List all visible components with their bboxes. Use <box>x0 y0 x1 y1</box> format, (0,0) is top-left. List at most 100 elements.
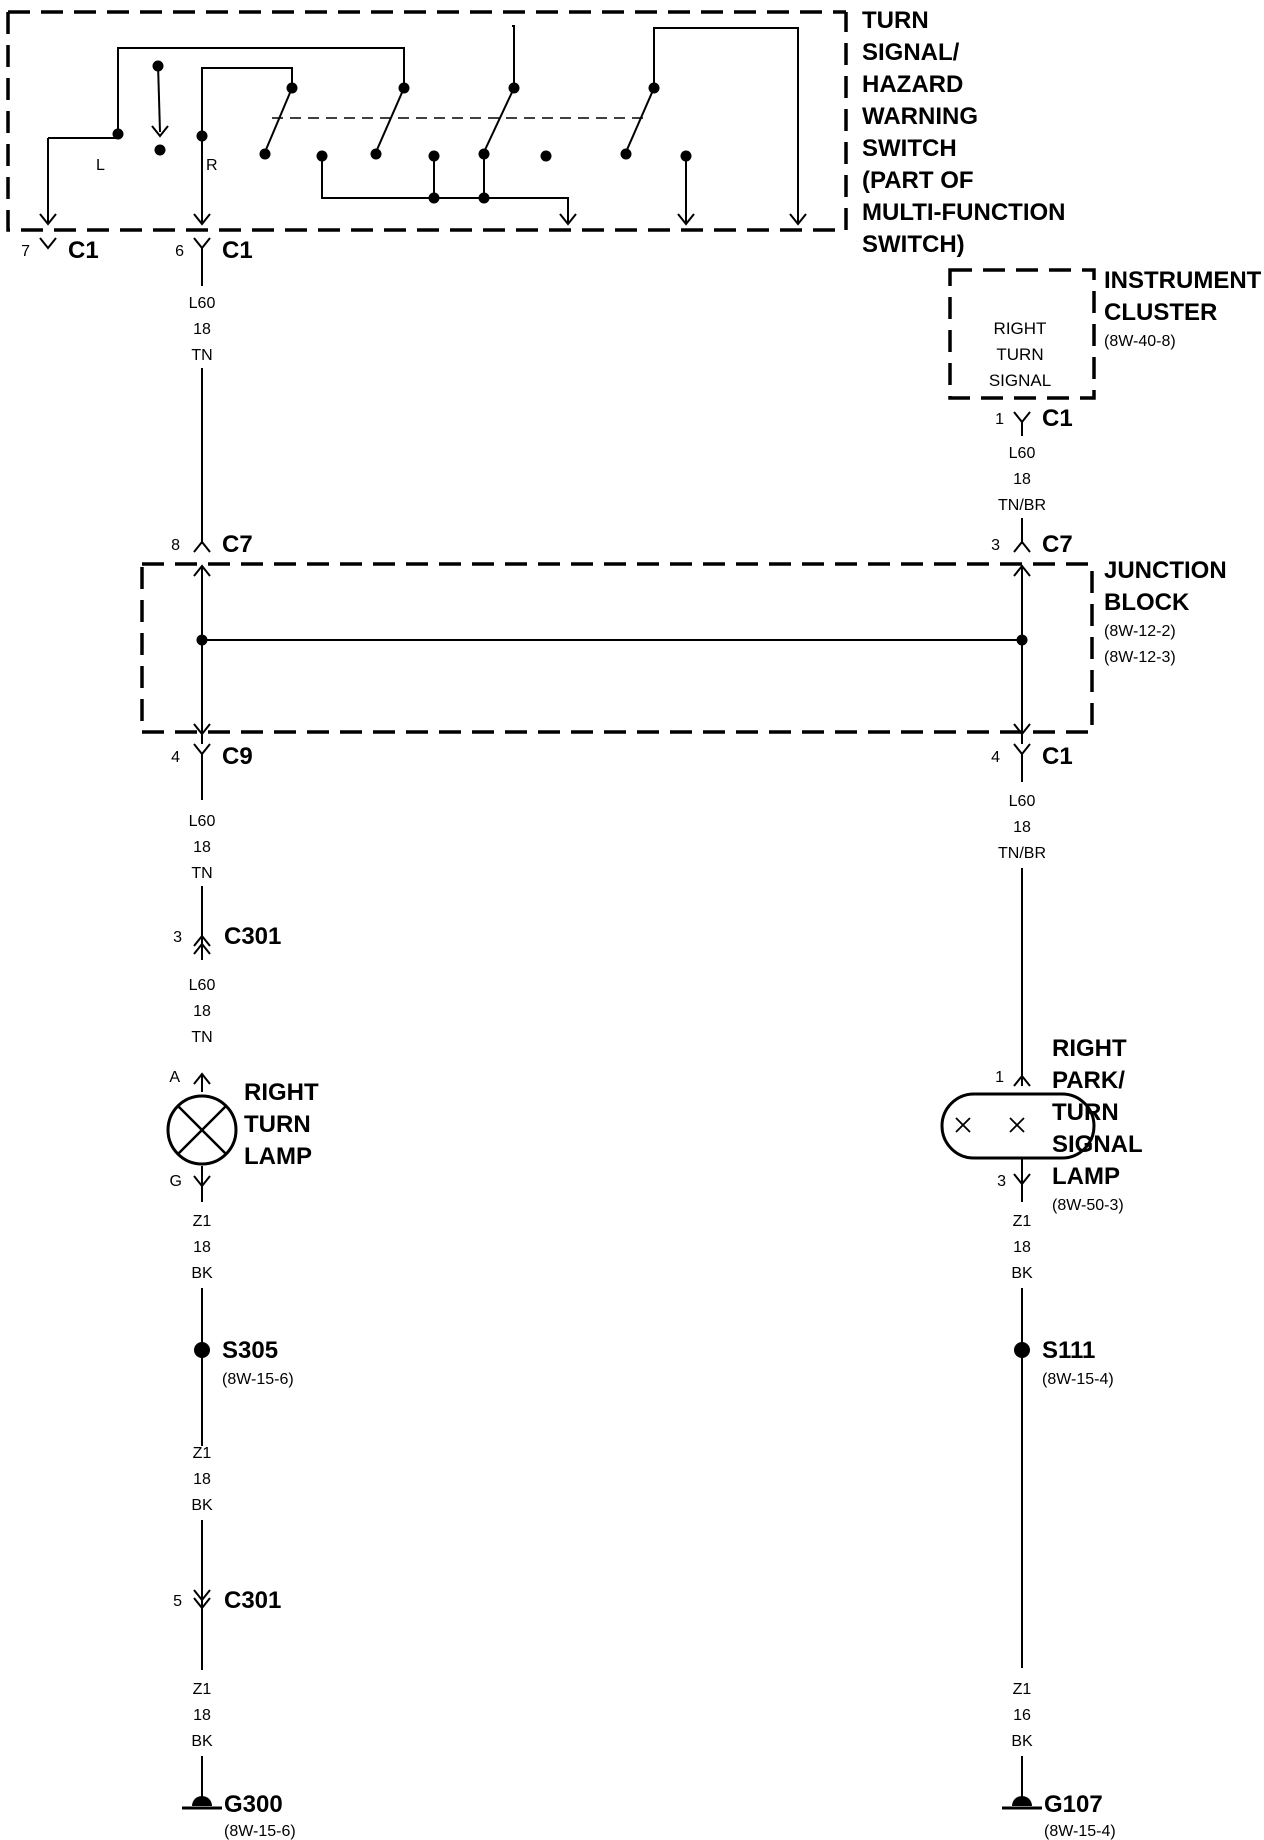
wire-code: L60 <box>189 295 216 312</box>
junction-arrow <box>1013 564 1031 577</box>
switch-title-line: MULTI-FUNCTION <box>862 199 1066 226</box>
pin-label: 7 <box>21 243 30 260</box>
lamp-label: RIGHT <box>244 1079 319 1106</box>
pin-label: G <box>170 1173 182 1190</box>
switch-title-line: WARNING <box>862 103 978 130</box>
connector-label: C9 <box>222 743 253 770</box>
junction-ref: (8W-12-2) <box>1104 623 1176 640</box>
pin-label: 8 <box>171 537 180 554</box>
lamp-label: PARK/ <box>1052 1067 1125 1094</box>
connector-symbol <box>1013 743 1031 756</box>
pin-label: 4 <box>171 749 180 766</box>
pin-label: 1 <box>995 411 1004 428</box>
ground-ref: (8W-15-4) <box>1044 1823 1116 1840</box>
wire-gauge: 18 <box>193 839 211 856</box>
turn-signal-hazard-switch: L R TURN SIGNAL/ HAZARD WARNING SWITCH (… <box>6 7 1066 264</box>
switch-left-label: L <box>96 157 105 174</box>
wire-code: L60 <box>1009 445 1036 462</box>
splice-label: S111 <box>1042 1337 1095 1364</box>
lamp-label: RIGHT <box>1052 1035 1127 1062</box>
wire-color: TN/BR <box>998 497 1046 514</box>
connector-symbol <box>1013 1074 1031 1087</box>
switch-dashed-border <box>6 10 848 232</box>
wire-code: Z1 <box>193 1445 212 1462</box>
connector-label: C1 <box>1042 405 1073 432</box>
switch-title-line: SWITCH) <box>862 231 965 258</box>
pin-label: 3 <box>997 1173 1006 1190</box>
right-turn-lamp-icon <box>166 1094 238 1166</box>
lamp-label: LAMP <box>1052 1163 1120 1190</box>
park-turn-lamp-icon <box>940 1092 1096 1160</box>
junction-arrow <box>1013 723 1031 736</box>
cluster-inner-label: TURN <box>996 345 1043 364</box>
connector-label: C1 <box>1042 743 1073 770</box>
switch-title: TURN SIGNAL/ HAZARD WARNING SWITCH (PART… <box>862 7 1066 258</box>
splice-dot <box>194 1342 210 1358</box>
cluster-dashed-border <box>948 268 1096 400</box>
junction-dot <box>196 634 208 646</box>
wire-code: L60 <box>189 813 216 830</box>
junction-arrow <box>193 723 211 736</box>
left-circuit: L60 18 TN 8 C7 4 C9 L60 18 TN 3 C301 L60… <box>166 248 319 1840</box>
lamp-ref: (8W-50-3) <box>1052 1197 1124 1214</box>
switch-title-line: HAZARD <box>862 71 963 98</box>
wire-code: L60 <box>1009 793 1036 810</box>
ground-icon <box>1002 1796 1042 1810</box>
switch-connectors <box>39 237 211 250</box>
connector-label: C7 <box>1042 531 1073 558</box>
connector-label: C301 <box>224 923 281 950</box>
ground-label: G300 <box>224 1791 283 1818</box>
wire-color: BK <box>191 1497 213 1514</box>
connector-symbol <box>193 743 211 756</box>
switch-title-line: SWITCH <box>862 135 957 162</box>
connector-label: C1 <box>222 237 253 264</box>
splice-ref: (8W-15-4) <box>1042 1371 1114 1388</box>
wire-code: L60 <box>189 977 216 994</box>
switch-title-line: (PART OF <box>862 167 974 194</box>
wire-gauge: 18 <box>1013 1239 1031 1256</box>
cluster-inner-label: RIGHT <box>994 319 1047 338</box>
pin-label: 3 <box>991 537 1000 554</box>
cluster-inner-label: SIGNAL <box>989 371 1051 390</box>
wire-code: Z1 <box>193 1213 212 1230</box>
junction-dashed-border <box>140 562 1094 734</box>
pin-label: 3 <box>173 929 182 946</box>
connector-symbol <box>193 1589 211 1610</box>
junction-title: JUNCTION <box>1104 557 1227 584</box>
wire-gauge: 18 <box>193 1239 211 1256</box>
connector-symbol <box>193 934 211 955</box>
wire-color: TN <box>191 1029 212 1046</box>
wire-gauge: 18 <box>193 321 211 338</box>
wire-color: BK <box>191 1265 213 1282</box>
ground-label: G107 <box>1044 1791 1103 1818</box>
cluster-ref: (8W-40-8) <box>1104 333 1176 350</box>
lamp-label: TURN <box>244 1111 311 1138</box>
wire-color: BK <box>191 1733 213 1750</box>
cluster-title: INSTRUMENT <box>1104 267 1262 294</box>
wire-color: TN <box>191 865 212 882</box>
wire-color: TN <box>191 347 212 364</box>
connector-symbol <box>1013 411 1031 424</box>
wire-gauge: 18 <box>193 1707 211 1724</box>
ground-icon <box>182 1796 222 1810</box>
splice-dot <box>1014 1342 1030 1358</box>
wire-code: Z1 <box>193 1681 212 1698</box>
junction-ref: (8W-12-3) <box>1104 649 1176 666</box>
wire-gauge: 18 <box>193 1003 211 1020</box>
wire-gauge: 18 <box>1013 819 1031 836</box>
junction-title: BLOCK <box>1104 589 1190 616</box>
connector-symbol <box>1013 540 1031 553</box>
wire-color: TN/BR <box>998 845 1046 862</box>
switch-internal-wiring <box>47 25 799 222</box>
junction-arrow <box>193 564 211 577</box>
junction-dot <box>1016 634 1028 646</box>
connector-symbol <box>193 1175 211 1188</box>
switch-arrowheads <box>39 125 807 226</box>
switch-title-line: SIGNAL/ <box>862 39 960 66</box>
connector-label: C1 <box>68 237 99 264</box>
splice-ref: (8W-15-6) <box>222 1371 294 1388</box>
instrument-cluster: RIGHT TURN SIGNAL INSTRUMENT CLUSTER (8W… <box>948 267 1262 436</box>
pin-label: 1 <box>995 1069 1004 1086</box>
wire-gauge: 16 <box>1013 1707 1031 1724</box>
